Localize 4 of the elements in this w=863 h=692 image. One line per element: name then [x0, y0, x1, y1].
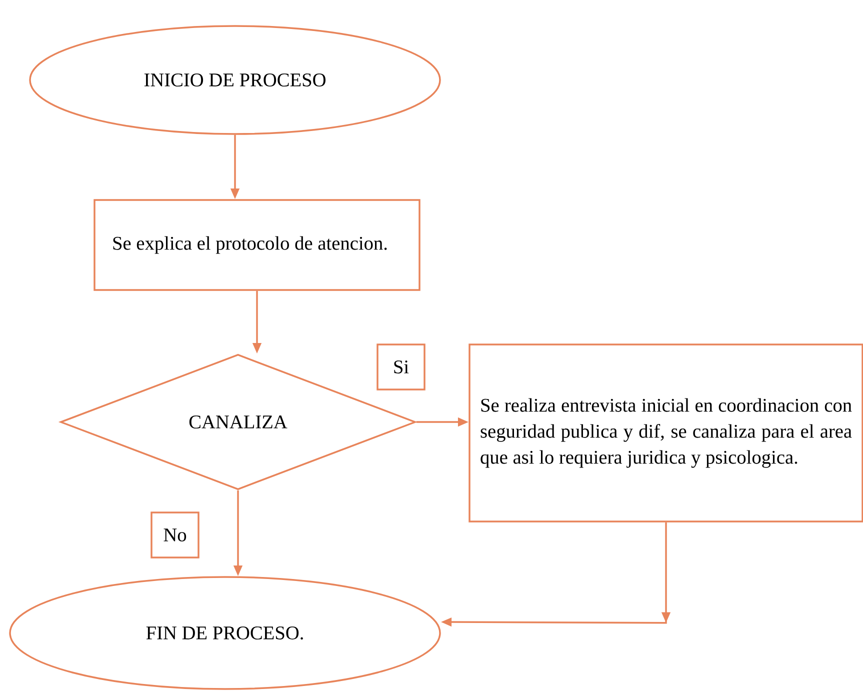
- edge-label: No: [150, 512, 200, 558]
- process-box: Se realiza entrevista inicial en coordinacion con seguridad publica y dif, se canaliza para el area que asi lo requiera juridica y psicologica.: [468, 344, 863, 522]
- edge-label: Si: [376, 344, 426, 390]
- process-box: Se explica el protocolo de atencion.: [94, 199, 420, 291]
